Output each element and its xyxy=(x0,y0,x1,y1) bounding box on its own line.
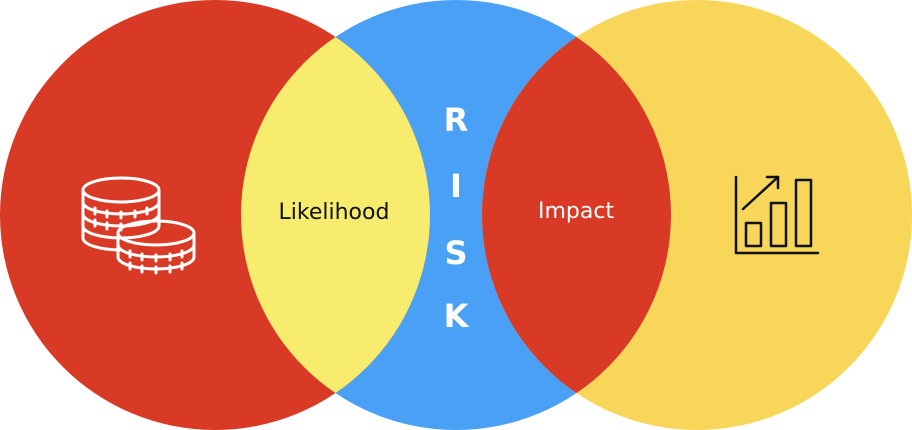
overlap-right-region xyxy=(482,0,671,430)
likelihood-label: Likelihood xyxy=(279,200,390,225)
risk-letter-s: S xyxy=(444,234,467,272)
coins-stack-icon xyxy=(81,176,196,275)
impact-label: Impact xyxy=(538,199,614,224)
overlap-left-region xyxy=(241,0,430,430)
risk-letter-r: R xyxy=(444,101,469,139)
risk-letter-k: K xyxy=(444,297,470,335)
bar-chart-growth-icon xyxy=(734,175,820,255)
risk-letter-i: I xyxy=(450,167,462,205)
